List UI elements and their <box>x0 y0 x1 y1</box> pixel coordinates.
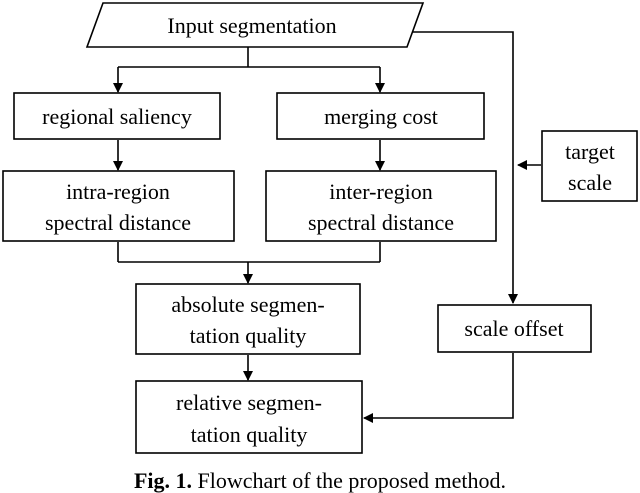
inter-region-box <box>265 170 497 242</box>
node-merging-cost: merging cost <box>276 92 485 140</box>
input-label: Input segmentation <box>167 13 336 38</box>
edge-input-to-scale-offset <box>407 31 518 304</box>
inter-region-label-line2: spectral distance <box>308 210 454 235</box>
scale-offset-box <box>437 304 592 353</box>
intra-region-box <box>2 170 235 242</box>
caption-text: Flowchart of the proposed method. <box>192 468 506 493</box>
intra-region-label-line1: intra-region <box>66 179 170 204</box>
figure-caption: Fig. 1. Flowchart of the proposed method… <box>134 468 506 493</box>
absolute-quality-label-line2: tation quality <box>190 323 307 348</box>
relative-quality-label-line1: relative segmen- <box>176 390 322 415</box>
node-intra-region: intra-region spectral distance <box>2 170 235 242</box>
absolute-quality-box <box>135 283 361 355</box>
target-scale-box <box>541 130 638 202</box>
regional-saliency-label: regional saliency <box>42 104 192 129</box>
node-relative-quality: relative segmen- tation quality <box>135 380 363 454</box>
node-input-segmentation: Input segmentation <box>85 2 425 48</box>
relative-quality-label-line2: tation quality <box>191 422 308 447</box>
inter-region-label-line1: inter-region <box>329 179 432 204</box>
edges <box>113 31 541 423</box>
intra-region-label-line2: spectral distance <box>45 210 191 235</box>
absolute-quality-label-line1: absolute segmen- <box>171 292 324 317</box>
edge-scale-offset-to-relative <box>363 353 514 423</box>
target-scale-label-line1: target <box>565 139 615 164</box>
node-target-scale: target scale <box>541 130 638 202</box>
relative-quality-box <box>135 380 363 454</box>
target-scale-label-line2: scale <box>568 170 612 195</box>
caption-label: Fig. 1. <box>134 468 192 493</box>
node-regional-saliency: regional saliency <box>13 92 221 140</box>
node-scale-offset: scale offset <box>437 304 592 353</box>
node-absolute-quality: absolute segmen- tation quality <box>135 283 361 355</box>
scale-offset-label: scale offset <box>464 316 563 341</box>
node-inter-region: inter-region spectral distance <box>265 170 497 242</box>
regional-saliency-box <box>13 92 221 140</box>
merging-cost-label: merging cost <box>324 104 438 129</box>
input-parallelogram <box>85 2 425 48</box>
merging-cost-box <box>276 92 485 140</box>
